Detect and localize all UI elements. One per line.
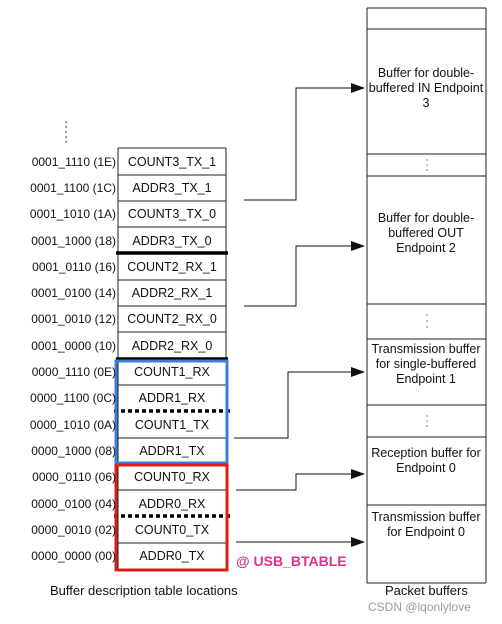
usb-btable-marker: @ USB_BTABLE: [236, 553, 347, 569]
descriptor-cell: COUNT2_RX_0: [127, 312, 217, 326]
address-label: 0000_1000 (08): [31, 444, 116, 458]
endpoint-separators: [116, 251, 228, 361]
arrow-ep3-in: [244, 83, 365, 201]
packet-buffer-column: [366, 7, 487, 584]
arrow-ep2-out: [244, 241, 365, 307]
address-label: 0000_1100 (0C): [30, 391, 116, 405]
descriptor-cell: ADDR0_RX: [138, 497, 206, 511]
packet-buffer-ep1-tx: Transmission buffer for single-buffered …: [371, 342, 481, 386]
descriptor-cell: COUNT1_RX: [134, 365, 210, 379]
address-label: 0000_0100 (04): [31, 497, 116, 511]
packet-buffer-ep0-tx: Transmission buffer for Endpoint 0: [371, 510, 481, 539]
descriptor-cell: COUNT0_RX: [134, 470, 210, 484]
descriptor-cell: COUNT1_TX: [134, 418, 210, 432]
packet-buffer-ep0-rx: Reception buffer for Endpoint 0: [371, 446, 481, 475]
arrow-ep1-tx: [234, 367, 365, 439]
address-label: 0001_1110 (1E): [31, 155, 116, 169]
descriptor-cell: ADDR0_TX: [139, 549, 205, 563]
descriptor-cell: ADDR1_TX: [139, 444, 205, 458]
descriptor-cell: COUNT3_TX_1: [127, 155, 217, 169]
descriptor-cell: ADDR3_TX_1: [132, 181, 212, 195]
address-label: 0000_1110 (0E): [31, 365, 116, 379]
rx-tx-dashed-separators: [114, 409, 230, 518]
address-label: 0001_1100 (1C): [30, 181, 116, 195]
packet-buffer-ep2-out: Buffer for double-buffered OUT Endpoint …: [377, 211, 475, 255]
watermark: CSDN @lqonlylove: [368, 600, 471, 614]
address-label: 0001_0100 (14): [31, 286, 116, 300]
descriptor-cell: ADDR2_RX_1: [131, 286, 213, 300]
packet-buffer-ep3-in: Buffer for double-buffered IN Endpoint 3: [368, 66, 484, 110]
table-continuation-dots: [65, 121, 67, 143]
address-label: 0001_0010 (12): [31, 312, 116, 326]
endpoint1-highlight-box: [114, 359, 229, 465]
descriptor-cell: COUNT0_TX: [134, 523, 210, 537]
address-label: 0001_1010 (1A): [29, 207, 116, 221]
arrow-ep0-rx: [236, 469, 365, 491]
endpoint0-highlight-box: [114, 463, 229, 572]
descriptor-cell: ADDR1_RX: [138, 391, 206, 405]
descriptor-cell: COUNT2_RX_1: [127, 260, 217, 274]
address-label: 0000_0010 (02): [31, 523, 116, 537]
address-label: 0001_0110 (16): [32, 260, 116, 274]
packet-buffer-gap-dots: [426, 159, 428, 427]
address-label: 0001_0000 (10): [31, 339, 116, 353]
descriptor-cell: COUNT3_TX_0: [127, 207, 217, 221]
address-label: 0001_1000 (18): [31, 234, 116, 248]
descriptor-cell: ADDR2_RX_0: [131, 339, 213, 353]
address-label: 0000_1010 (0A): [29, 418, 116, 432]
descriptor-cell: ADDR3_TX_0: [132, 234, 212, 248]
right-caption: Packet buffers: [385, 583, 468, 598]
address-label: 0000_0000 (00): [31, 549, 116, 563]
address-label: 0000_0110 (06): [32, 470, 116, 484]
left-caption: Buffer description table locations: [50, 583, 238, 598]
